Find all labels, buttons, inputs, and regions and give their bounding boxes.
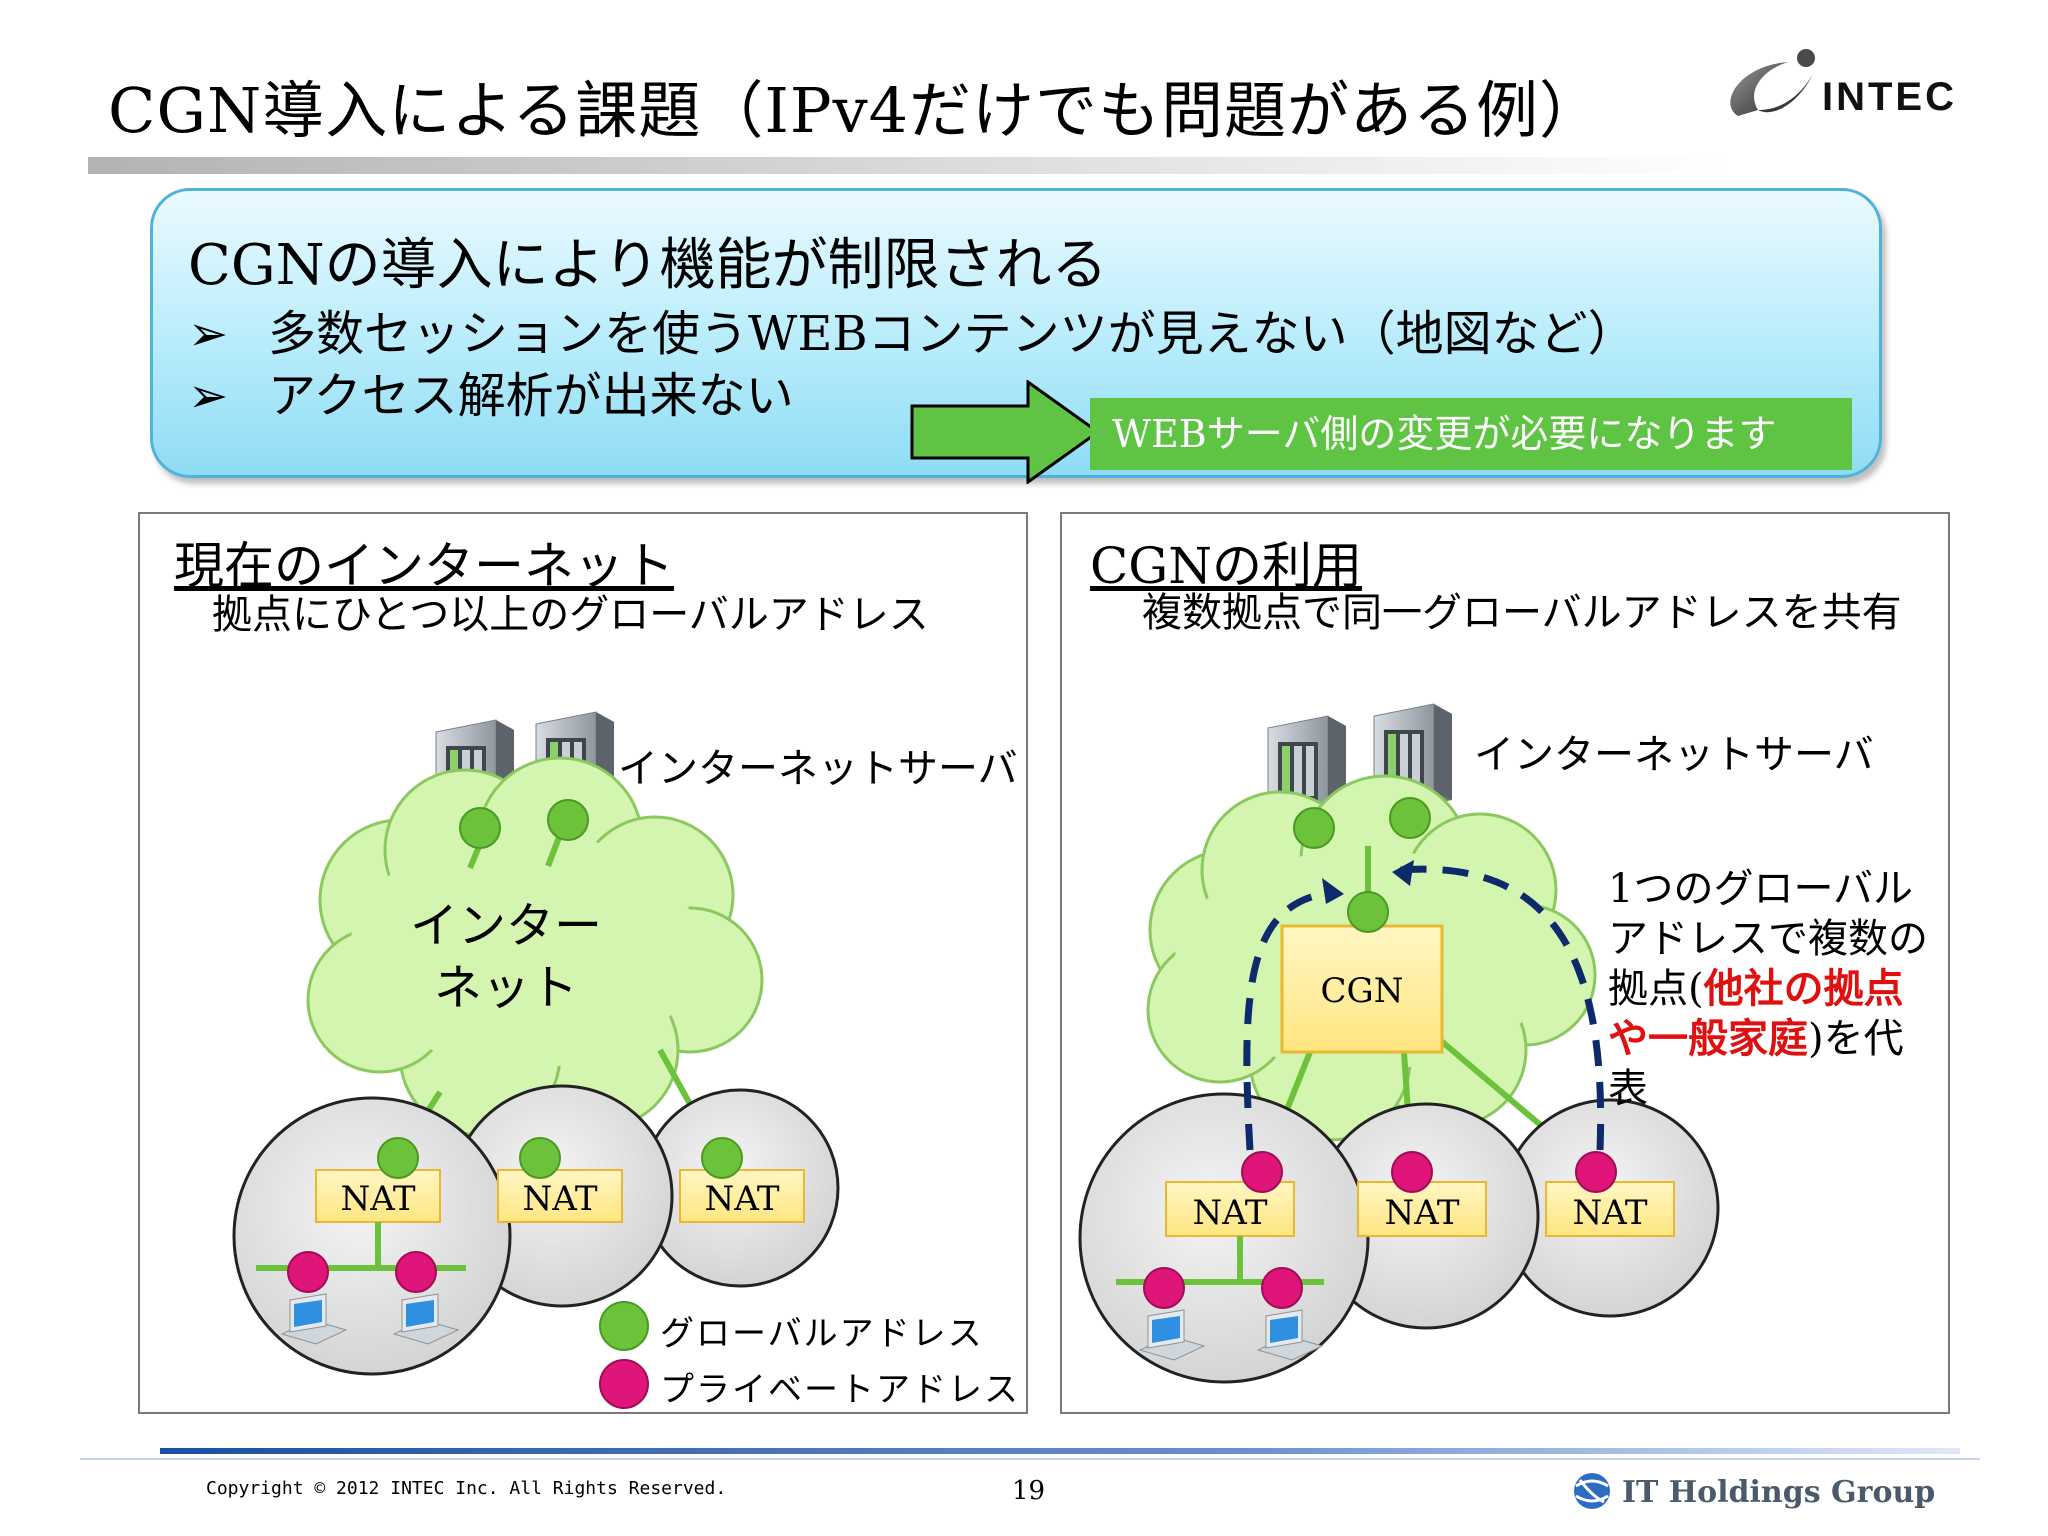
arrowhead-icon [1322,878,1344,904]
global-address-dot [701,1137,743,1179]
footer-group-text: IT Holdings Group [1622,1475,1935,1510]
global-address-dot [1389,797,1431,839]
footer-divider [80,1458,1980,1460]
bullet-text: 多数セッションを使うWEBコンテンツが見えない（地図など） [268,306,1636,362]
callout-heading: CGNの導入により機能が制限される [188,233,1108,298]
nat-label: NAT [522,1179,597,1219]
nat-box [679,1169,805,1223]
footer-bar [160,1448,1960,1454]
bullet-arrow-icon: ➢ [188,306,229,362]
cloud-label-line2: ネット [434,960,578,1016]
explain-text: 1つのグローバルアドレスで複数の拠点( [1608,866,1928,1012]
intec-logo: INTEC [1730,49,1957,119]
global-address-dot [547,799,589,841]
nat-box [1357,1181,1487,1237]
private-address-dot [1391,1151,1433,1193]
slide-title: CGN導入による課題（IPv4だけでも問題がある例） [108,74,1603,147]
right-arrow-icon [910,380,1100,484]
nat-label: NAT [704,1179,779,1219]
brand-text: INTEC [1822,75,1957,119]
explain-highlight: 他社の拠点や一般家庭 [1608,965,1904,1062]
nat-label: NAT [1192,1193,1267,1233]
nat-box [1165,1181,1295,1237]
right-server-label: インターネットサーバ [1474,732,1874,778]
shared-address-explanation: 1つのグローバルアドレスで複数の拠点(他社の拠点や一般家庭)を代表 [1608,864,1938,1114]
it-holdings-logo: IT Holdings Group [1574,1473,1935,1510]
legend-private-dot [599,1359,649,1409]
legend-global-label: グローバルアドレス [660,1314,984,1354]
legend-global-dot [599,1301,649,1351]
explain-text: )を代表 [1608,1016,1904,1112]
page-number: 19 [1012,1476,1046,1506]
nat-label: NAT [1572,1193,1647,1233]
global-address-dot [377,1137,419,1179]
left-server-label: インターネットサーバ [618,746,1018,792]
shared-address-path [1243,865,1605,1151]
nat-box [497,1169,623,1223]
copyright-text: Copyright © 2012 INTEC Inc. All Rights R… [206,1478,727,1499]
left-panel-title: 現在のインターネット [174,537,674,595]
arrowhead-icon [1392,860,1414,886]
right-nat-boxes: NAT NAT NAT [1165,1181,1675,1237]
nat-label: NAT [1384,1193,1459,1233]
global-address-dot [1293,807,1335,849]
global-address-dot [519,1137,561,1179]
bullet-arrow-icon: ➢ [188,368,229,424]
right-panel-title: CGNの利用 [1090,537,1362,595]
private-address-dot [287,1251,329,1293]
cgn-box [1280,924,1444,1054]
private-address-dot [395,1251,437,1293]
right-panel-subtitle: 複数拠点で同一グローバルアドレスを共有 [1142,590,1902,636]
global-address-dot [1347,891,1389,933]
private-address-dot [1261,1267,1303,1309]
nat-box [1545,1181,1675,1237]
private-address-dot [1575,1151,1617,1193]
private-address-dot [1143,1267,1185,1309]
private-address-dot [1241,1151,1283,1193]
bullet-text: アクセス解析が出来ない [268,368,794,424]
cloud-label-line1: インター [410,898,602,954]
cgn-label: CGN [1321,971,1404,1011]
web-server-change-note: WEBサーバ側の変更が必要になります [1090,398,1852,470]
legend-private-label: プライベートアドレス [660,1370,1020,1410]
bullet-item: ➢ 多数セッションを使うWEBコンテンツが見えない（地図など） [188,294,1636,364]
nat-box [315,1169,441,1223]
right-sites [1078,1092,1720,1384]
title-underline-bar [88,154,1728,174]
global-address-dot [459,807,501,849]
bullet-item: ➢ アクセス解析が出来ない [188,356,794,426]
left-panel-subtitle: 拠点にひとつ以上のグローバルアドレス [212,592,929,638]
nat-label: NAT [340,1179,415,1219]
left-nat-boxes: NAT NAT NAT [315,1169,805,1223]
